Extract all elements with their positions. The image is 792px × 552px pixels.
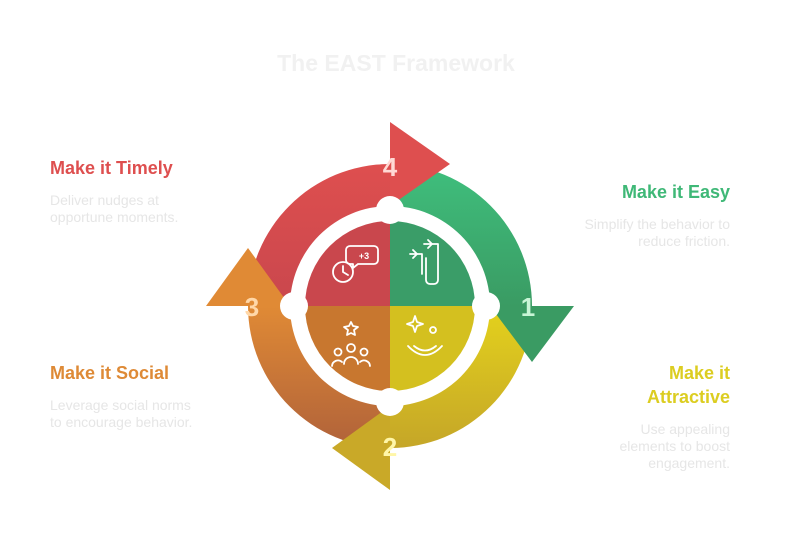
ring-arc-timely [248, 164, 390, 306]
step-easy-description: Simplify the behavior to reduce friction… [584, 216, 730, 249]
pathway-arrows-icon [409, 239, 439, 285]
arrow-head-timely [390, 122, 450, 206]
sparkle-smile-icon [406, 315, 443, 356]
arrow-head-easy [490, 306, 574, 362]
arrow-head-social [206, 248, 290, 306]
ring-arc-social [248, 306, 390, 448]
stopwatch-plus-icon: +3 [332, 245, 379, 283]
step-attractive-heading: Make it Attractive [580, 361, 730, 409]
step-attractive-heading-line-2: Attractive [646, 387, 730, 407]
step-number-easy: 1 [521, 292, 535, 322]
quadrant-easy [390, 221, 475, 306]
step-easy-heading: Make it Easy [621, 182, 730, 202]
arrow-head-attractive [332, 406, 390, 490]
step-timely-heading: Make it Timely [50, 158, 173, 178]
step-timely-description: Deliver nudges at opportune moments. [50, 192, 179, 225]
svg-text:+3: +3 [359, 251, 369, 261]
step-number-attractive: 2 [383, 432, 397, 462]
step-attractive-block: Make it Attractive Use appealing element… [580, 361, 730, 472]
ring-arc-attractive [390, 306, 532, 448]
step-timely-block: Make it Timely Deliver nudges at opportu… [50, 156, 200, 226]
step-social-block: Make it Social Leverage social norms to … [50, 361, 200, 431]
step-social-description: Leverage social norms to encourage behav… [50, 397, 193, 430]
connector-bottom [376, 388, 404, 416]
step-attractive-description: Use appealing elements to boost engageme… [619, 421, 730, 471]
connector-top [376, 196, 404, 224]
connector-left [280, 292, 308, 320]
group-star-icon [331, 321, 371, 367]
connector-right [472, 292, 500, 320]
diagram-title: The EAST Framework [277, 50, 515, 76]
ring-arc-easy [390, 164, 532, 306]
step-number-timely: 4 [383, 152, 398, 182]
step-number-social: 3 [245, 292, 259, 322]
step-easy-block: Make it Easy Simplify the behavior to re… [580, 180, 730, 250]
step-attractive-heading-line-1: Make it [668, 363, 730, 383]
step-social-heading: Make it Social [50, 363, 170, 383]
